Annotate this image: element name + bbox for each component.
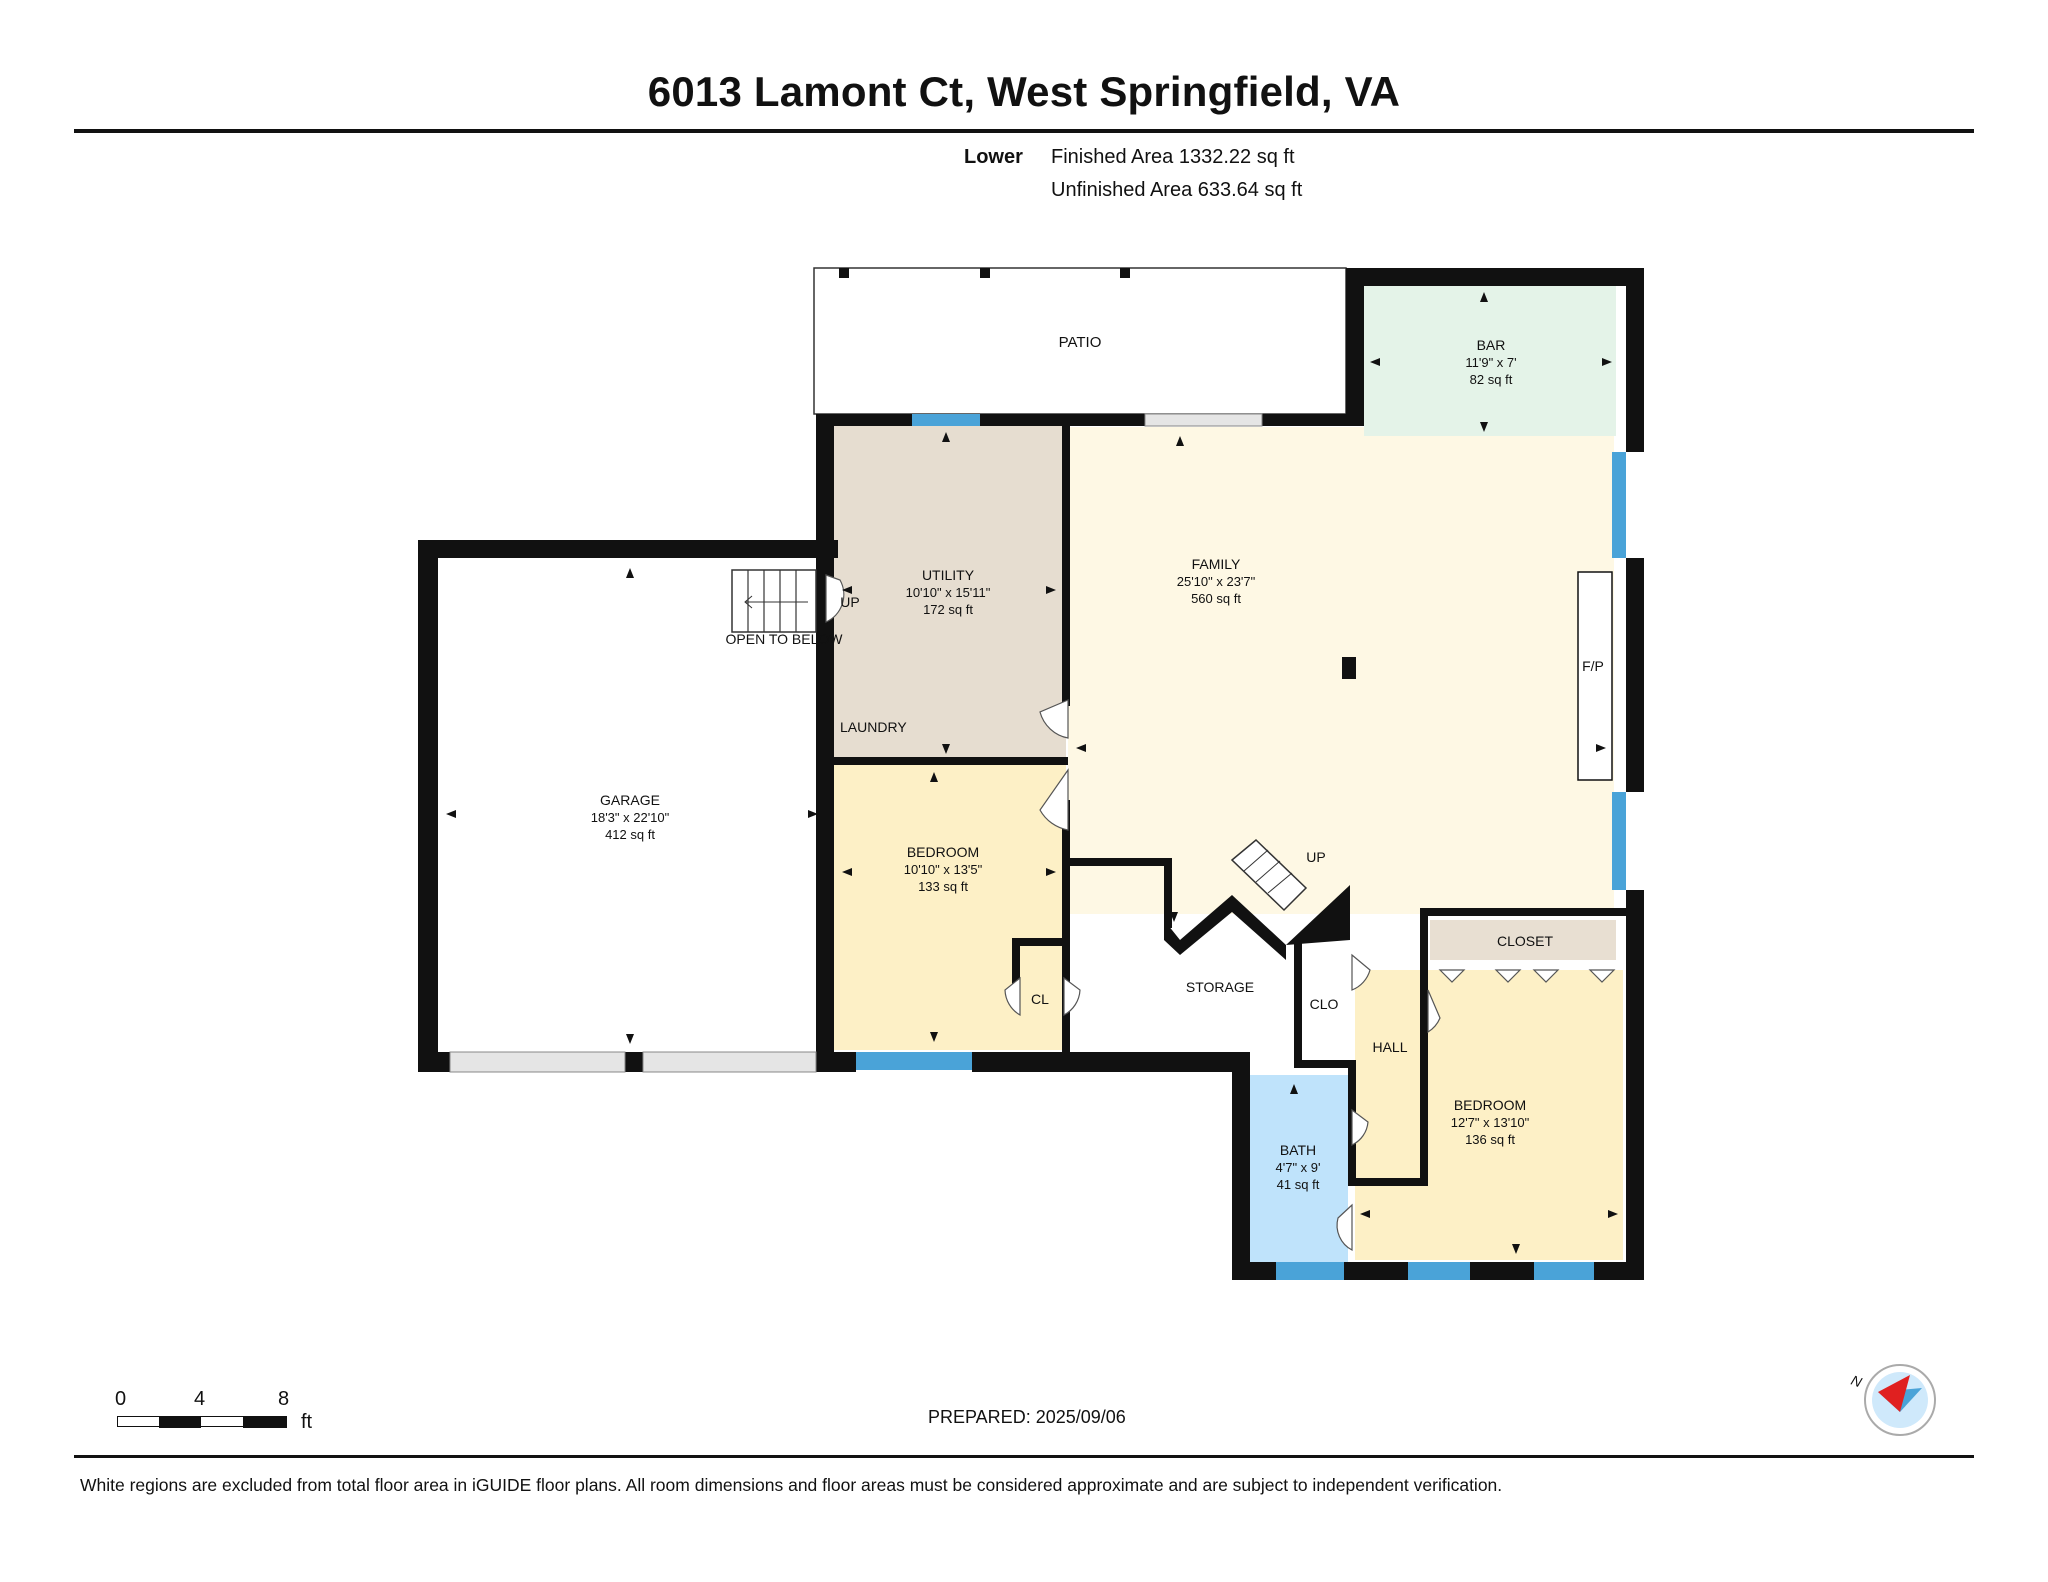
bath-fill (1248, 1075, 1348, 1265)
open-to-below-label: OPEN TO BELOW (726, 631, 844, 647)
garage-area: 412 sq ft (605, 827, 655, 842)
garage-door-left (449, 1051, 626, 1073)
bath-dims: 4'7" x 9' (1276, 1160, 1321, 1175)
storage-label: STORAGE (1186, 979, 1254, 995)
utility-name: UTILITY (922, 567, 975, 583)
compass-icon: N (1849, 1364, 1936, 1436)
garage-dims: 18'3" x 22'10" (591, 810, 670, 825)
page-title: 6013 Lamont Ct, West Springfield, VA (647, 68, 1401, 115)
bedroom1-dims: 10'10" x 13'5" (904, 862, 983, 877)
family-name: FAMILY (1192, 556, 1241, 572)
bedroom2-fill (1355, 970, 1623, 1260)
scale-bar: 0 4 8 ft (115, 1388, 335, 1438)
cl-label: CL (1031, 991, 1049, 1007)
column (1342, 657, 1356, 679)
stairs-up-label: UP (1306, 849, 1325, 865)
garage-name: GARAGE (600, 792, 660, 808)
bath-name: BATH (1280, 1142, 1316, 1158)
bar-fill (1364, 286, 1616, 436)
patio-post (1120, 268, 1130, 278)
bath-area: 41 sq ft (1277, 1177, 1320, 1192)
finished-area: Finished Area 1332.22 sq ft (1051, 146, 1295, 168)
family-fill (1068, 427, 1614, 914)
fireplace (1577, 571, 1613, 781)
header-rule (74, 129, 1974, 133)
utility-area: 172 sq ft (923, 602, 973, 617)
stairs-up-label: UP (840, 594, 859, 610)
dimension-arrows (446, 292, 1618, 1254)
utility-dims: 10'10" x 15'11" (906, 585, 991, 600)
bar-dims: 11'9" x 7' (1465, 355, 1516, 370)
scale-tick-0: 0 (115, 1388, 127, 1410)
patio-post (980, 268, 990, 278)
door-swings (825, 574, 1616, 1251)
compass-north-label: N (1849, 1372, 1865, 1391)
patio-slider-door (1144, 413, 1263, 427)
family-area: 560 sq ft (1191, 591, 1241, 606)
bedroom2-name: BEDROOM (1454, 1097, 1526, 1113)
utility-fill (834, 420, 1066, 762)
stairs-family (1230, 838, 1308, 912)
prepared-date: PREPARED: 2025/09/06 (928, 1407, 1126, 1427)
scale-bar-segment (159, 1416, 201, 1428)
patio-outline (813, 267, 1347, 415)
level-label: Lower (964, 146, 1023, 168)
patio-post (839, 268, 849, 278)
laundry-label: LAUNDRY (840, 719, 907, 735)
patio-label: PATIO (1059, 334, 1102, 351)
walls (418, 268, 1644, 1280)
scale-tick-8: 8 (278, 1388, 290, 1410)
footer-rule (74, 1455, 1974, 1458)
bar-name: BAR (1477, 337, 1506, 353)
closet-fill (1430, 920, 1616, 960)
bedroom1-area: 133 sq ft (918, 879, 968, 894)
stairs-garage (731, 569, 817, 633)
scale-tick-4: 4 (194, 1388, 206, 1410)
bedroom1-name: BEDROOM (907, 844, 979, 860)
windows (856, 414, 1626, 1280)
unfinished-area: Unfinished Area 633.64 sq ft (1051, 179, 1303, 201)
fireplace-label: F/P (1582, 658, 1604, 674)
bar-area: 82 sq ft (1470, 372, 1513, 387)
closet-label: CLOSET (1497, 933, 1553, 949)
bedroom2-area: 136 sq ft (1465, 1132, 1515, 1147)
family-dims: 25'10" x 23'7" (1177, 574, 1256, 589)
garage-door-right (642, 1051, 817, 1073)
bedroom1-fill (834, 765, 1066, 1050)
clo-label: CLO (1310, 996, 1339, 1012)
scale-bar-segment (243, 1416, 287, 1428)
scale-unit: ft (301, 1411, 313, 1433)
bedroom2-dims: 12'7" x 13'10" (1451, 1115, 1530, 1130)
hall-label: HALL (1372, 1039, 1407, 1055)
disclaimer: White regions are excluded from total fl… (80, 1475, 1503, 1495)
